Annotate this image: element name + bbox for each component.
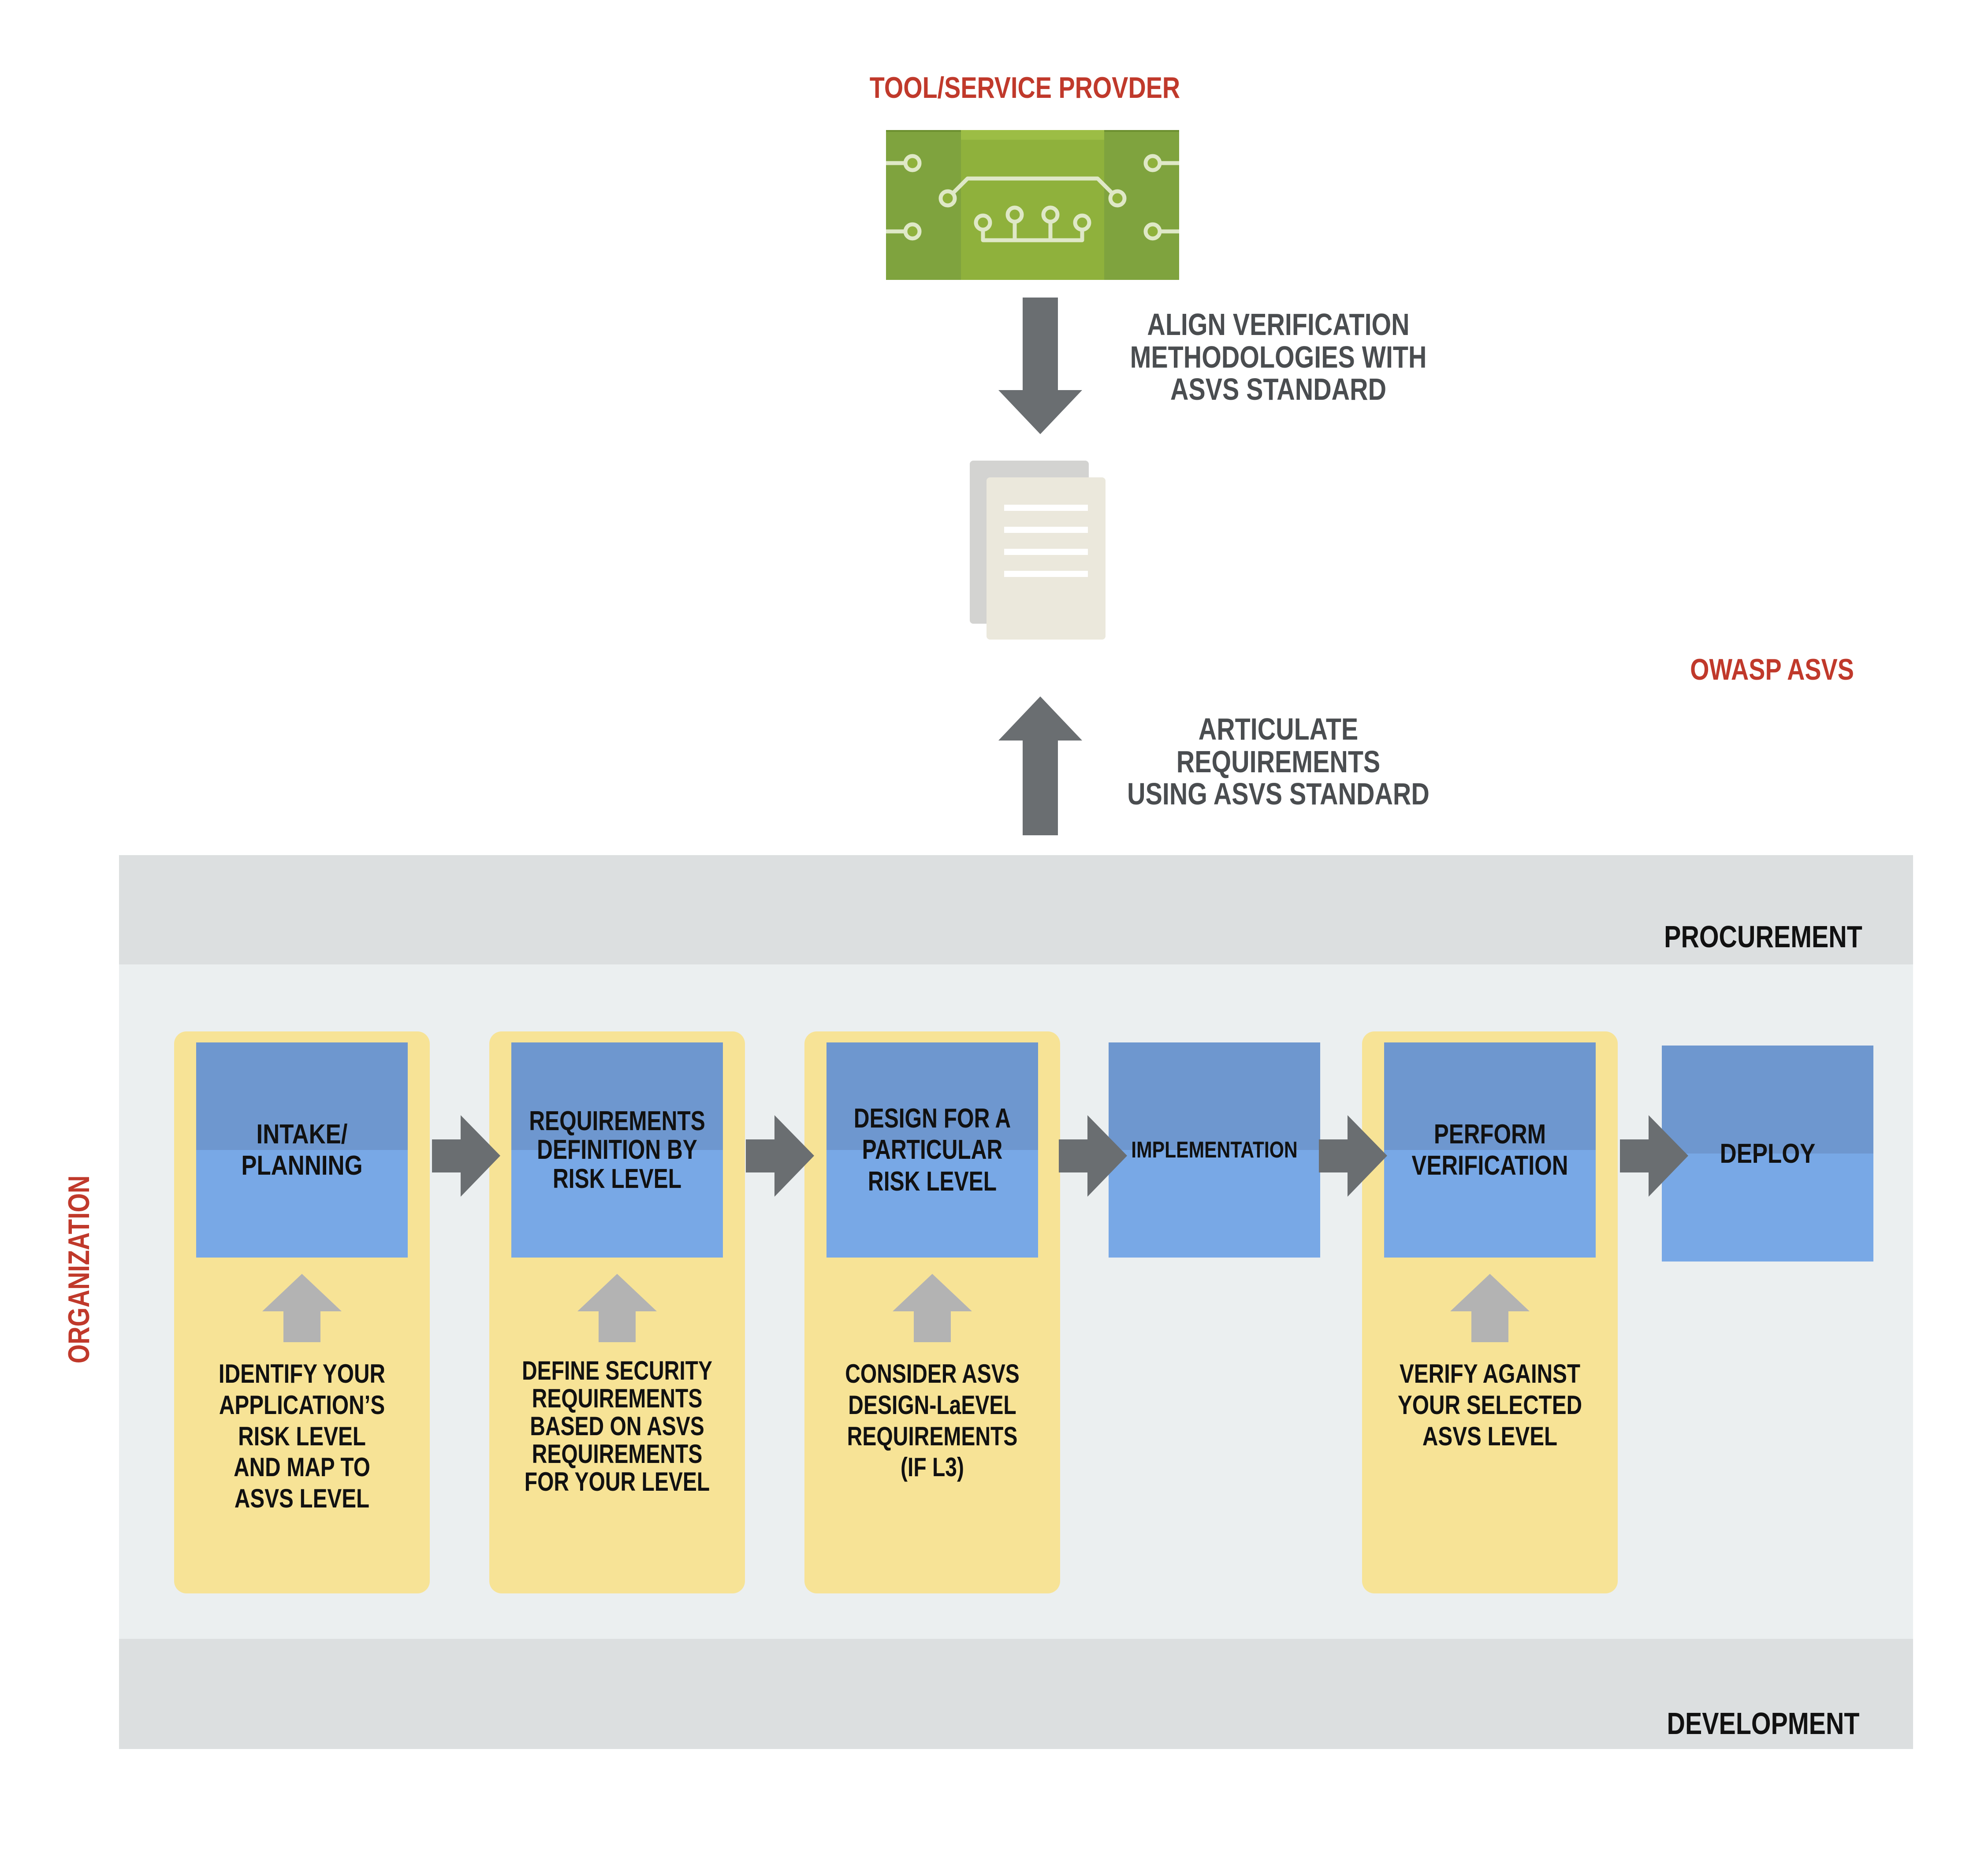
arrow-down-icon (998, 298, 1082, 434)
step-description-requirements: DEFINE SECURITY REQUIREMENTS BASED ON AS… (521, 1356, 713, 1496)
step-requirements-definition: REQUIREMENTS DEFINITION BY RISK LEVEL (511, 1042, 723, 1258)
owasp-asvs-label: OWASP ASVS (1690, 653, 1854, 686)
procurement-label: PROCUREMENT (1664, 919, 1862, 954)
step-description-verification: VERIFY AGAINST YOUR SELECTED ASVS LEVEL (1397, 1359, 1582, 1451)
step-design-risk-level: DESIGN FOR A PARTICULAR RISK LEVEL (826, 1042, 1038, 1258)
step-perform-verification: PERFORM VERIFICATION (1384, 1042, 1596, 1258)
development-band (119, 1639, 1913, 1749)
organization-label: ORGANIZATION (62, 1175, 96, 1364)
step-deploy: DEPLOY (1662, 1046, 1873, 1262)
articulate-requirements-text: ARTICULATE REQUIREMENTS USING ASVS STAND… (1127, 712, 1430, 811)
step-description-design: CONSIDER ASVS DESIGN-LaEVEL REQUIREMENTS… (845, 1359, 1020, 1482)
procurement-band (119, 855, 1913, 964)
arrow-up-icon (262, 1274, 342, 1342)
arrow-up-icon (1450, 1274, 1530, 1342)
arrow-right-icon (1620, 1115, 1688, 1197)
circuit-board-icon (884, 130, 1181, 280)
step-description-intake: IDENTIFY YOUR APPLICATION’S RISK LEVEL A… (218, 1359, 386, 1514)
arrow-right-icon (746, 1115, 814, 1197)
arrow-up-icon (577, 1274, 657, 1342)
arrow-up-icon (893, 1274, 972, 1342)
provider-title: TOOL/SERVICE PROVDER (869, 71, 1180, 104)
development-label: DEVELOPMENT (1667, 1706, 1860, 1741)
align-verification-text: ALIGN VERIFICATION METHODOLOGIES WITH AS… (1130, 307, 1427, 406)
step-implementation: IMPLEMENTATION (1109, 1042, 1320, 1258)
arrow-right-icon (1059, 1115, 1127, 1197)
arrow-right-icon (1319, 1115, 1387, 1197)
document-stack-icon (970, 461, 1111, 641)
step-intake-planning: INTAKE/ PLANNING (196, 1042, 408, 1258)
arrow-up-icon (998, 696, 1082, 835)
arrow-right-icon (432, 1115, 500, 1197)
